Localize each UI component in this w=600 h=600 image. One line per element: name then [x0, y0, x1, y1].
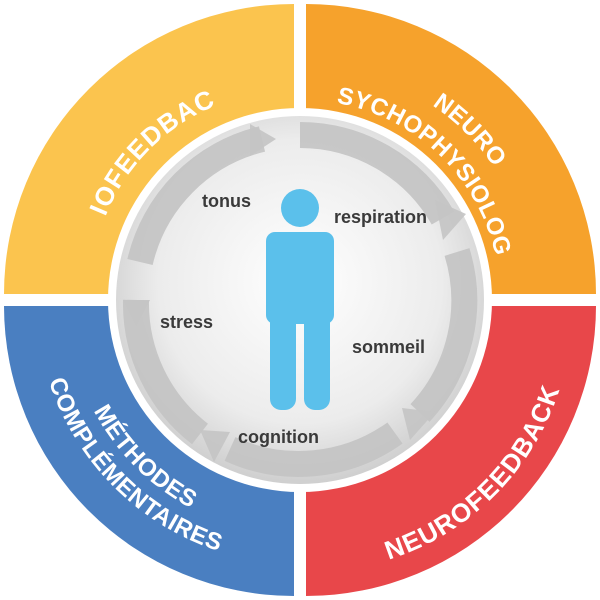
- word-tonus: tonus: [202, 191, 251, 211]
- arrow-heads: [123, 124, 466, 462]
- word-cognition: cognition: [238, 427, 319, 447]
- person-icon: [266, 189, 334, 410]
- word-respiration: respiration: [334, 207, 427, 227]
- word-stress: stress: [160, 312, 213, 332]
- word-sommeil: sommeil: [352, 337, 425, 357]
